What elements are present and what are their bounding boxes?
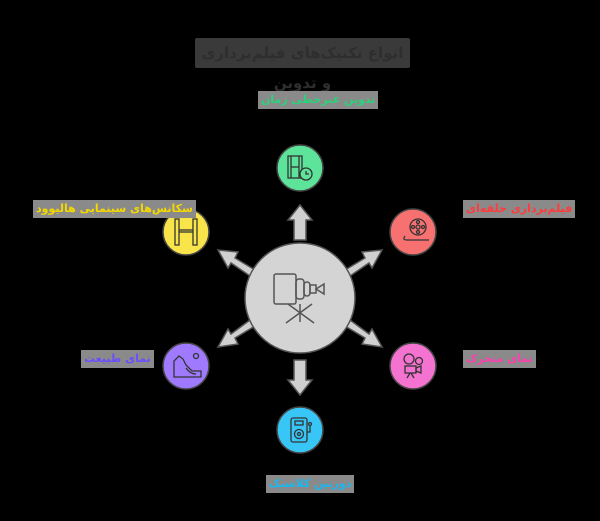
node-top [276,144,324,192]
node-lower-left [162,342,210,390]
film-clock-icon [287,155,313,181]
arrow-up [286,203,314,241]
label-lower-left: نمای طبیعت [81,350,154,368]
node-upper-right [389,208,437,256]
vintage-camera-icon [290,417,313,443]
arrow-down [286,359,314,397]
movie-camera-on-tripod-icon [273,273,325,324]
label-bottom: دوربین کلاسیک [266,475,355,493]
landscape-image-icon [173,352,202,378]
label-lower-right: نمای متحرک [463,350,536,368]
arrow-lower-right [343,318,384,348]
center-hub [244,242,356,354]
film-reel-icon [403,218,429,241]
arrow-lower-left [216,318,257,348]
arrow-upper-left [216,249,257,278]
arrow-upper-right [343,249,384,278]
video-camera-icon [403,353,424,379]
diagram-title: انواع تکنیک‌های فیلم‌برداری و تدوین [195,38,410,92]
arrows [216,203,384,397]
label-upper-right: فیلم‌برداری حلقه‌ای [463,200,576,218]
label-upper-left: سکانس‌های سینمایی هالیوود [33,200,196,218]
label-top: تدوین غیرخطی زمان [258,91,379,109]
film-strip-h-icon [174,218,198,246]
